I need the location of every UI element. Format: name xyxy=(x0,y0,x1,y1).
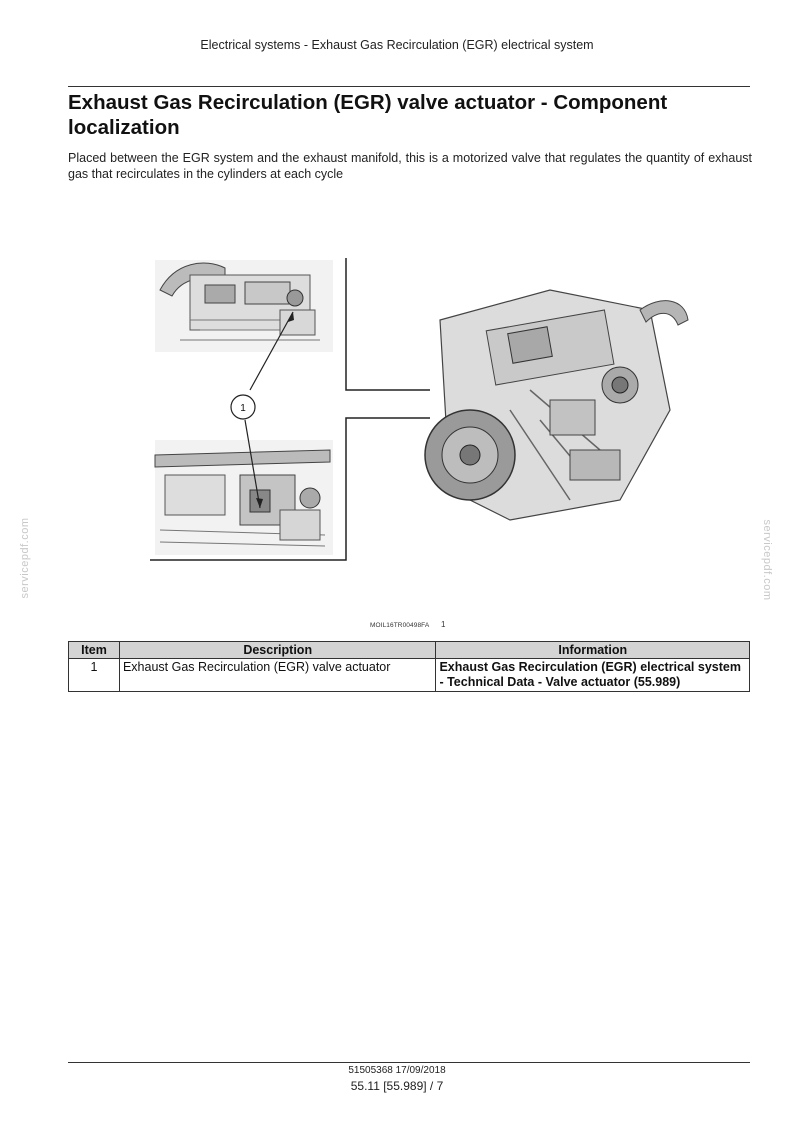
engine-figure: 1 xyxy=(150,250,690,570)
header-description: Description xyxy=(118,641,437,659)
page-title: Exhaust Gas Recirculation (EGR) valve ac… xyxy=(68,91,668,139)
detail-view-top xyxy=(155,260,333,352)
watermark-right: servicepdf.com xyxy=(761,519,773,601)
row-item-number: 1 xyxy=(68,658,120,692)
footer-document-ref: 51505368 17/09/2018 xyxy=(348,1065,446,1076)
row-description: Exhaust Gas Recirculation (EGR) valve ac… xyxy=(118,658,437,692)
engine-main-view xyxy=(424,289,689,521)
figure-image-code: MOIL16TR00498FA xyxy=(370,622,430,629)
table-row: 1 Exhaust Gas Recirculation (EGR) valve … xyxy=(68,658,750,692)
intro-paragraph: Placed between the EGR system and the ex… xyxy=(68,151,752,181)
items-table: Item Description Information 1 Exhaust G… xyxy=(68,641,750,692)
row-information-link[interactable]: Exhaust Gas Recirculation (EGR) electric… xyxy=(435,658,750,692)
header-item: Item xyxy=(68,641,120,659)
footer-rule xyxy=(68,1062,750,1063)
callout-bubble xyxy=(230,394,256,420)
footer-page-ref: 55.11 [55.989] / 7 xyxy=(350,1079,444,1093)
header-information: Information xyxy=(435,641,750,659)
callout-label: 1 xyxy=(240,403,246,414)
running-header: Electrical systems - Exhaust Gas Recircu… xyxy=(200,38,594,52)
figure-number: 1 xyxy=(441,620,446,629)
table-header-row: Item Description Information xyxy=(68,641,750,659)
header-rule xyxy=(68,86,750,87)
watermark-left: servicepdf.com xyxy=(19,517,31,599)
detail-view-bottom xyxy=(154,440,333,555)
